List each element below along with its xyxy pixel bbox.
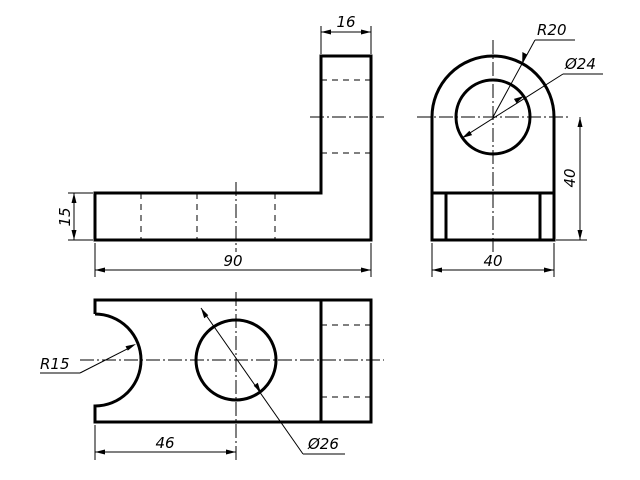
front-view-hidden-lines xyxy=(140,79,371,240)
dimension-label-side-width: 40 xyxy=(483,252,502,270)
top-view: R15 46 Ø26 xyxy=(40,292,384,460)
top-view-outline xyxy=(93,298,373,424)
side-view-outline xyxy=(430,54,556,242)
side-view: R20 Ø24 40 40 xyxy=(417,21,603,277)
dimension-overall-length: 90 xyxy=(94,243,372,277)
dimension-hole-diameter: Ø24 xyxy=(461,55,603,139)
dimension-label-top-hole-diameter: Ø26 xyxy=(307,435,339,453)
dimension-label-hole-diameter: Ø24 xyxy=(564,55,596,73)
dimension-label-hole-offset: 46 xyxy=(155,434,174,452)
dimension-side-height: 40 xyxy=(556,117,587,241)
dimension-slot-radius: R15 xyxy=(40,344,136,374)
side-view-center-lines xyxy=(417,40,568,252)
dimension-top-hole-diameter: Ø26 xyxy=(200,307,345,455)
dimension-hole-offset: 46 xyxy=(94,425,236,460)
dimension-label-side-height: 40 xyxy=(561,168,579,187)
dimension-base-height: 15 xyxy=(56,192,93,241)
dimension-label-top-width: 16 xyxy=(336,13,355,31)
dimension-label-boss-radius: R20 xyxy=(537,21,567,39)
dimension-label-overall-length: 90 xyxy=(223,252,242,270)
front-view: 16 15 90 xyxy=(56,13,384,277)
dimension-label-base-height: 15 xyxy=(56,207,74,226)
front-view-outline xyxy=(93,54,373,242)
dimension-side-width: 40 xyxy=(431,243,555,277)
top-view-hidden-lines xyxy=(321,324,371,398)
top-view-center-lines xyxy=(80,292,384,460)
front-view-center-lines xyxy=(235,116,384,252)
dimension-label-slot-radius: R15 xyxy=(40,355,70,373)
dimension-boss-radius: R20 xyxy=(492,21,575,118)
dimension-top-width: 16 xyxy=(320,13,372,54)
